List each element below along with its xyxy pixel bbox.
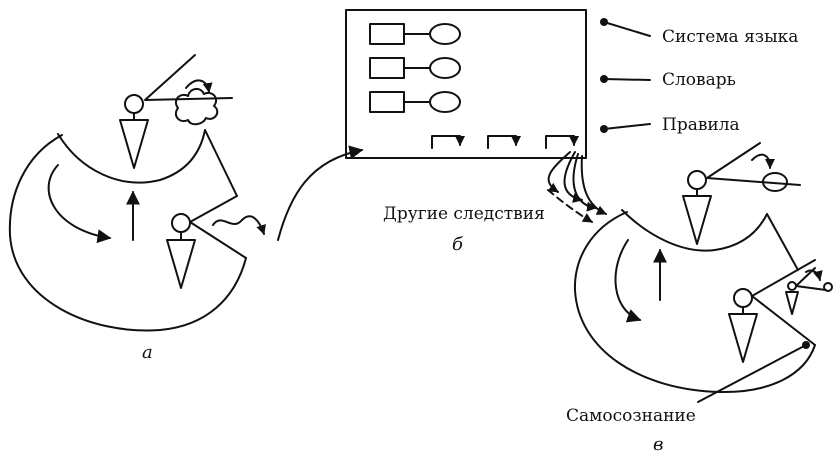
side-line-c: [766, 213, 799, 271]
person-body-lower-a: [166, 239, 196, 289]
inner-curve-arrow-a: [47, 164, 112, 244]
leader-dictionary: [603, 78, 651, 81]
dict-meaning-1: [429, 23, 461, 45]
dot-self-awareness: [802, 341, 810, 349]
tiny-mouth-c: [795, 267, 827, 291]
speech-bubble-c: [762, 172, 788, 192]
language-system-box: [345, 9, 587, 159]
label-other-consequences: Другие следствия: [383, 204, 545, 224]
label-self-awareness: Самосознание: [566, 406, 696, 426]
label-dictionary: Словарь: [662, 70, 736, 90]
wavy-arrow-a: [212, 215, 266, 235]
rule-3: [545, 135, 579, 149]
consequence-arrow-1: [547, 151, 571, 193]
mouth-upper-a: [144, 54, 233, 101]
subfigure-label-c: в: [653, 434, 663, 455]
tiny-person-head-c: [787, 281, 797, 291]
consequence-dashed-arrow: [547, 189, 593, 223]
person-head-upper-a: [124, 94, 144, 114]
consequence-arrow-4: [580, 155, 607, 215]
speech-arrow-upper-c: [751, 153, 775, 169]
mouth-lower-a: [189, 195, 247, 259]
dict-meaning-2: [429, 57, 461, 79]
subfigure-a-figure: [8, 54, 266, 332]
inner-arc-c: [621, 209, 768, 252]
subfigure-label-a: а: [142, 342, 153, 363]
dot-dictionary: [600, 75, 608, 83]
dict-word-2: [369, 57, 405, 79]
mouth-lower-c: [751, 259, 816, 346]
dot-language-system: [600, 18, 608, 26]
thought-cloud-icon: [174, 88, 219, 126]
tiny-speech-arrow-c: [805, 269, 823, 281]
label-rules: Правила: [662, 115, 740, 135]
tiny-bubble-c: [823, 282, 833, 292]
label-language-system: Система языка: [662, 27, 798, 47]
person-head-upper-c: [687, 170, 707, 190]
subfigure-label-b: б: [452, 234, 464, 255]
tiny-person-body-c: [785, 291, 799, 315]
consequence-arrow-2: [563, 151, 583, 203]
outer-arc-a: [8, 134, 247, 332]
arrow-a-to-b: [277, 145, 364, 241]
leader-language-system: [603, 21, 651, 37]
inner-arc-a: [57, 129, 206, 184]
dict-word-3: [369, 91, 405, 113]
person-head-lower-c: [733, 288, 753, 308]
person-head-lower-a: [171, 213, 191, 233]
speech-arrow-upper-a: [185, 79, 213, 93]
rule-2: [487, 135, 521, 149]
dict-word-1: [369, 23, 405, 45]
mouth-upper-c: [706, 142, 801, 186]
inner-curve-arrow-c: [614, 239, 642, 323]
side-line-a: [204, 129, 238, 197]
person-body-upper-a: [119, 119, 149, 169]
subfigure-c-figure: [573, 142, 833, 403]
person-body-lower-c: [728, 313, 758, 363]
outer-arc-c: [573, 211, 816, 394]
leader-self-awareness: [697, 344, 807, 403]
rule-1: [431, 135, 465, 149]
leader-rules: [603, 123, 651, 130]
person-body-upper-c: [682, 195, 712, 245]
subfigure-b-figure: [345, 9, 651, 223]
consequence-arrow-3: [572, 153, 597, 212]
dot-rules: [600, 125, 608, 133]
dict-meaning-3: [429, 91, 461, 113]
